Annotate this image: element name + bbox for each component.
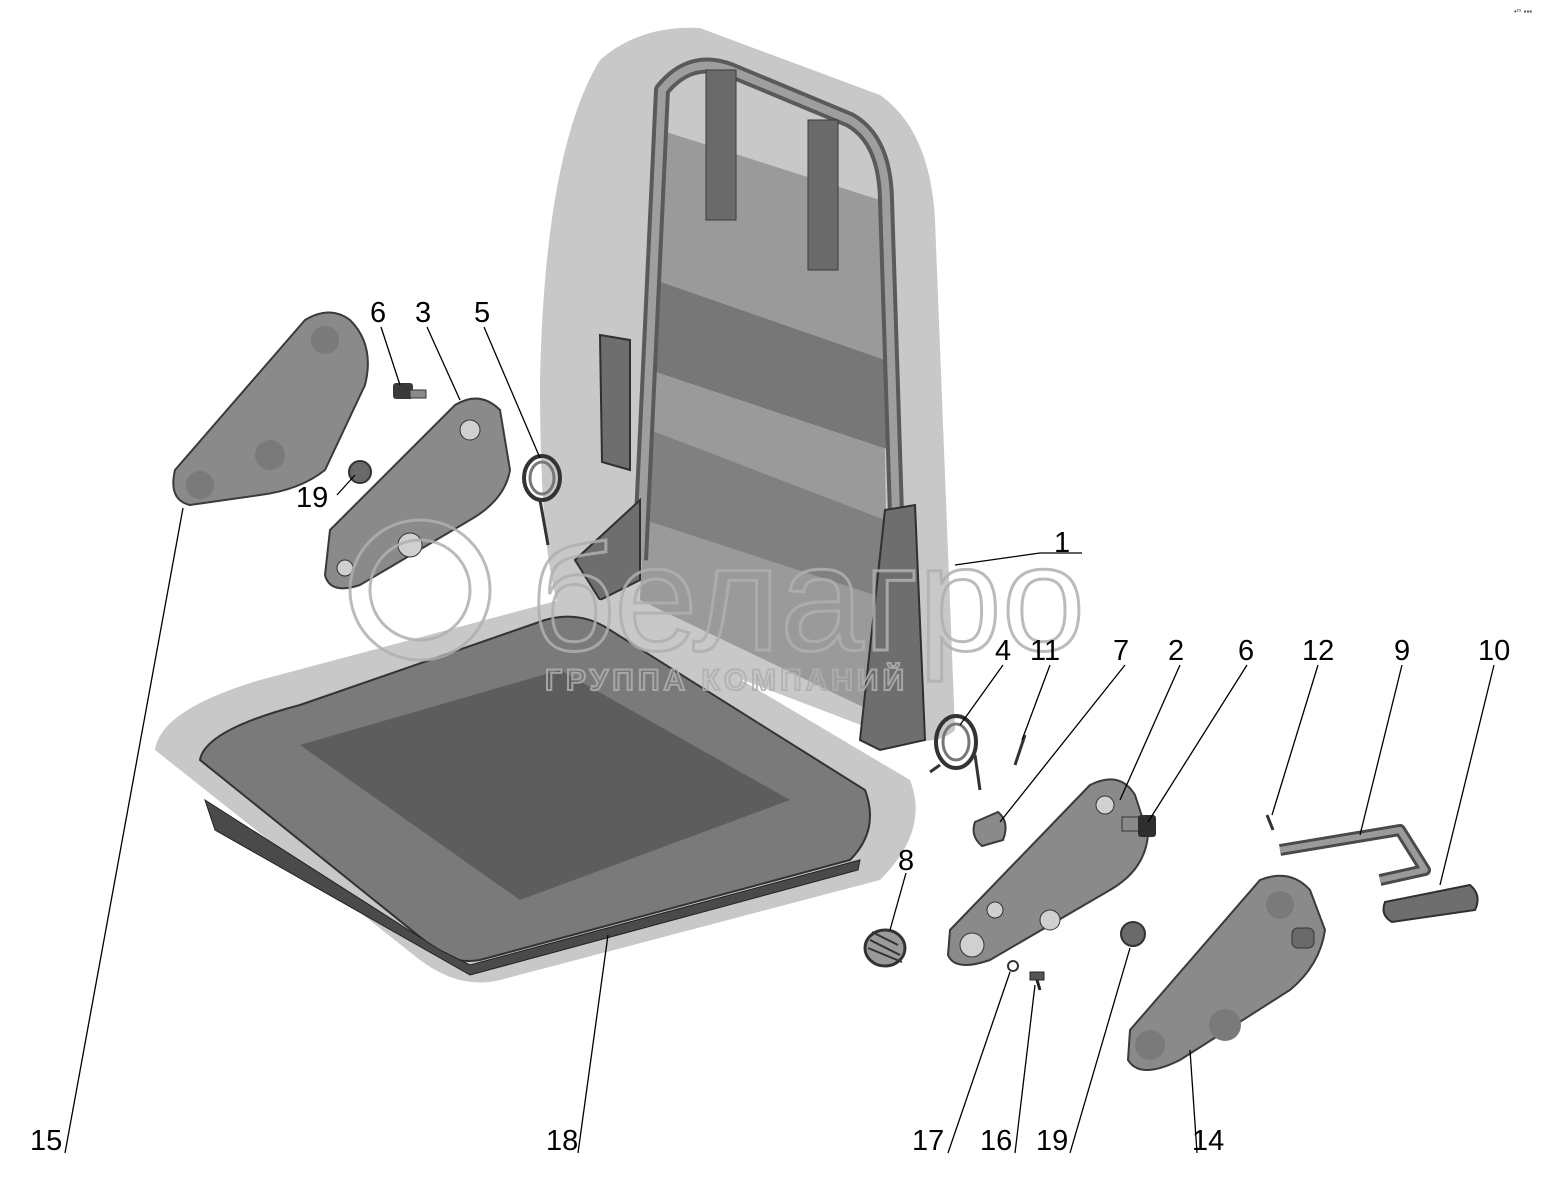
screw-16 xyxy=(1029,971,1045,991)
spring-4 xyxy=(929,714,982,791)
watermark-logo-inner xyxy=(368,538,472,642)
callout-18: 18 xyxy=(546,1125,578,1157)
callout-15: 15 xyxy=(30,1125,62,1157)
handle-10 xyxy=(1382,883,1479,924)
bolt-6-left xyxy=(393,383,427,399)
callout-9: 9 xyxy=(1394,635,1410,667)
pin-12 xyxy=(1265,814,1275,831)
callout-8: 8 xyxy=(898,845,914,877)
right-cover-14 xyxy=(1126,874,1327,1071)
watermark-subtitle: ГРУППА КОМПАНИЙ xyxy=(545,663,908,697)
callout-7: 7 xyxy=(1113,635,1129,667)
spring-5 xyxy=(522,454,562,546)
callout-16: 16 xyxy=(980,1125,1012,1157)
callout-10: 10 xyxy=(1478,635,1510,667)
corner-mark: •ᵐ ▪▪▪ xyxy=(1514,7,1532,16)
leader-lines xyxy=(64,326,1495,1154)
nut-19-right xyxy=(1120,921,1146,947)
callout-12: 12 xyxy=(1302,635,1334,667)
washer-17 xyxy=(1007,960,1019,972)
callout-6-right: 6 xyxy=(1238,635,1254,667)
spring-8 xyxy=(863,928,907,968)
bolt-6-right xyxy=(1121,815,1156,837)
left-cover-15 xyxy=(172,311,369,507)
callout-6-left: 6 xyxy=(370,297,386,329)
callout-19-right: 19 xyxy=(1036,1125,1068,1157)
callout-4: 4 xyxy=(995,635,1011,667)
seat-cushion xyxy=(155,597,916,983)
callout-17: 17 xyxy=(912,1125,944,1157)
nut-19-left xyxy=(348,460,372,484)
callout-14: 14 xyxy=(1192,1125,1224,1157)
callout-3: 3 xyxy=(415,297,431,329)
callout-19-left: 19 xyxy=(296,482,328,514)
pin-11 xyxy=(1013,734,1027,766)
callout-labels: 1 2 3 4 5 6 6 7 8 9 10 11 12 14 15 16 17… xyxy=(30,297,1510,1157)
bushing-7 xyxy=(972,810,1007,848)
callout-1: 1 xyxy=(1054,527,1070,559)
lever-9 xyxy=(1279,824,1431,886)
callout-11: 11 xyxy=(1030,635,1060,667)
backrest-frame xyxy=(540,27,955,752)
watermark: белагро ГРУППА КОМПАНИЙ xyxy=(348,513,1087,698)
callout-5: 5 xyxy=(474,297,490,329)
right-bracket-2 xyxy=(946,778,1150,966)
watermark-logo-ring xyxy=(348,518,492,662)
watermark-brand: белагро xyxy=(530,514,1085,682)
callout-2: 2 xyxy=(1168,635,1184,667)
